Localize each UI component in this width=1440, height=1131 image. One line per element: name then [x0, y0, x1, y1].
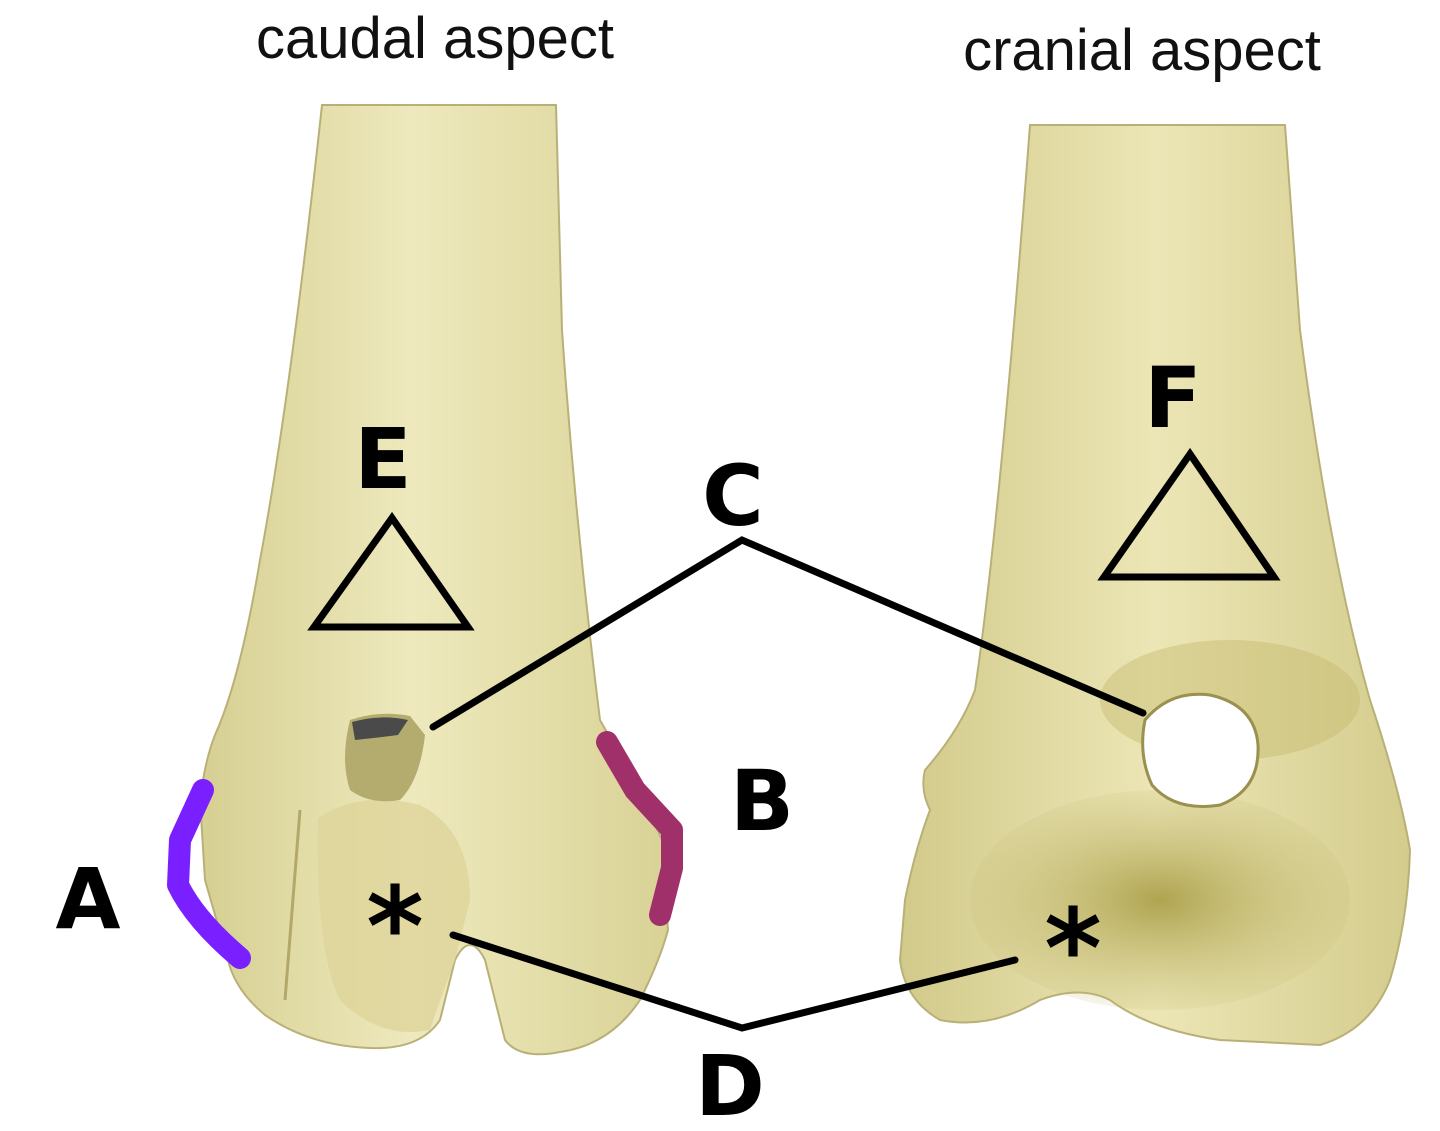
caudal-condyle-shade	[317, 799, 470, 1032]
humerus-cranial-view	[898, 124, 1412, 1047]
triangle-marker-f	[1097, 447, 1281, 581]
asterisk-left-condyle: *	[366, 863, 424, 991]
triangle-marker-e	[307, 511, 475, 631]
label-f: F	[1144, 349, 1201, 447]
label-e: E	[354, 410, 411, 508]
label-d: D	[695, 1037, 765, 1131]
asterisk-right-condyle: *	[1044, 885, 1102, 1013]
leader-line-d	[449, 931, 1019, 1032]
caudal-fossa-edge	[283, 809, 302, 1001]
cranial-aspect-title: cranial aspect	[963, 18, 1321, 83]
cranial-foramen	[1141, 692, 1260, 808]
caudal-aspect-title: caudal aspect	[256, 6, 614, 71]
label-c: C	[702, 447, 764, 545]
label-a: A	[55, 850, 120, 948]
cranial-bone-body	[898, 124, 1412, 1047]
highlight-b-lateral-epicondyle	[596, 731, 683, 926]
label-b: B	[730, 752, 794, 850]
highlight-a-medial-epicondyle	[167, 779, 251, 969]
leader-line-c	[429, 536, 1147, 731]
caudal-foramen-hole	[352, 717, 408, 740]
cranial-fossa-shade	[970, 790, 1350, 1010]
